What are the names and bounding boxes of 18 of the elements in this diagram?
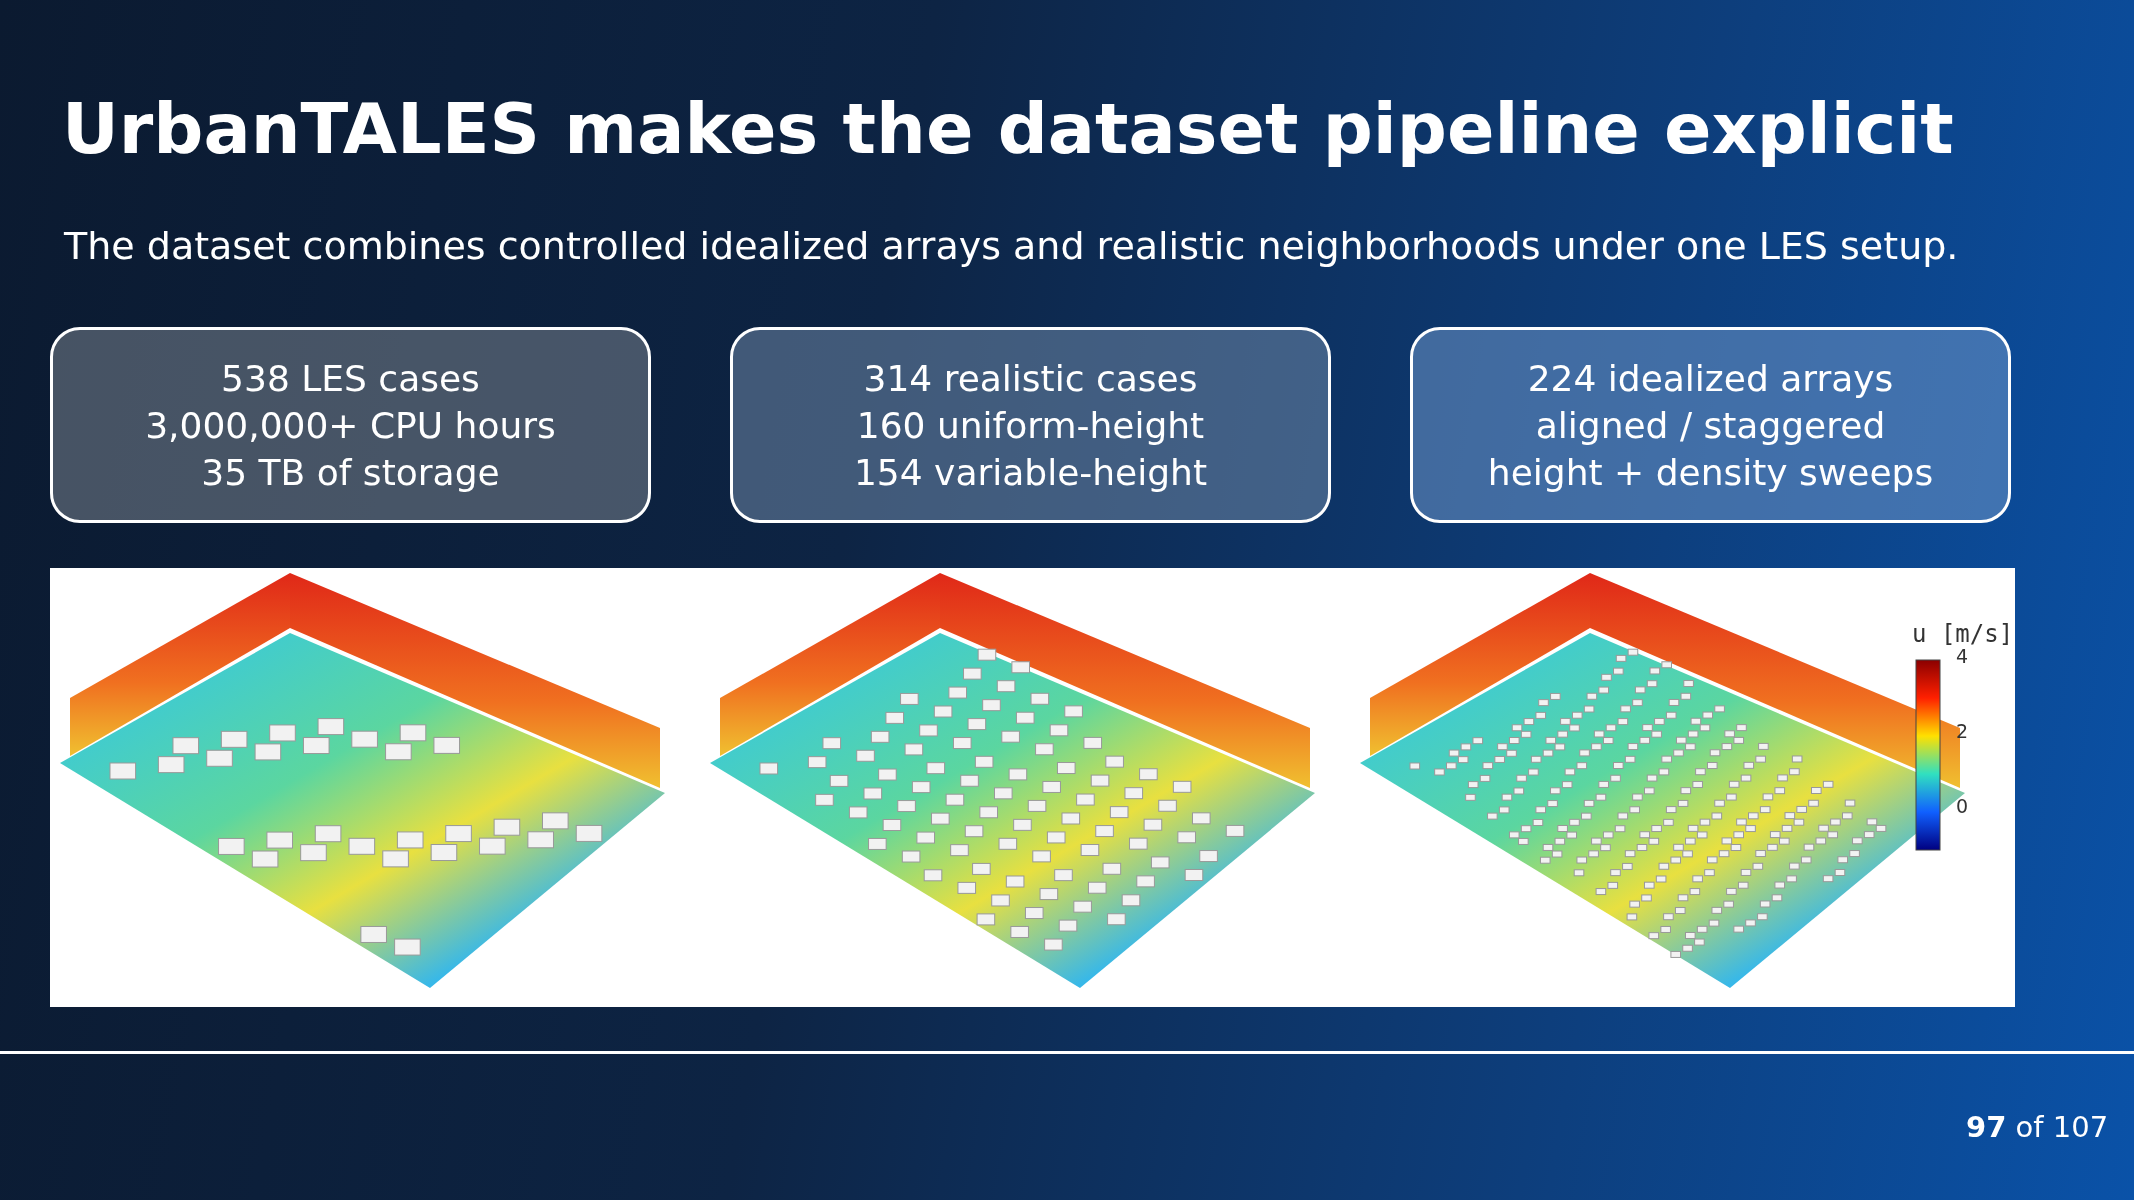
stat-card [1410,327,2011,523]
stat-text: 35 TB of storage [201,450,500,495]
stat-text: 154 variable-height [853,450,1208,495]
stat-text: 314 realistic cases [863,356,1198,401]
stat-card [50,327,651,523]
colorbar-title: u [m/s] [1912,620,2014,648]
tick-label: 4 [1956,645,1969,667]
stat-text: 224 idealized arrays [1527,356,1894,401]
stat-card [730,327,1331,523]
slide-title: UrbanTALES makes the dataset pipeline explicit [62,88,1954,170]
tick-label: 0 [1956,795,1969,817]
page-number: 97 of 107 [1966,1110,2109,1144]
stat-text: 538 LES cases [221,356,480,401]
stat-text: aligned / staggered [1535,403,1886,448]
stat-text: 160 uniform-height [856,403,1205,448]
subtitle: The dataset combines controlled idealized arrays and realistic neighborhoods under one LES setup. [64,224,1959,268]
stat-text: height + density sweeps [1487,450,1934,495]
stat-text: 3,000,000+ CPU hours [145,403,556,448]
